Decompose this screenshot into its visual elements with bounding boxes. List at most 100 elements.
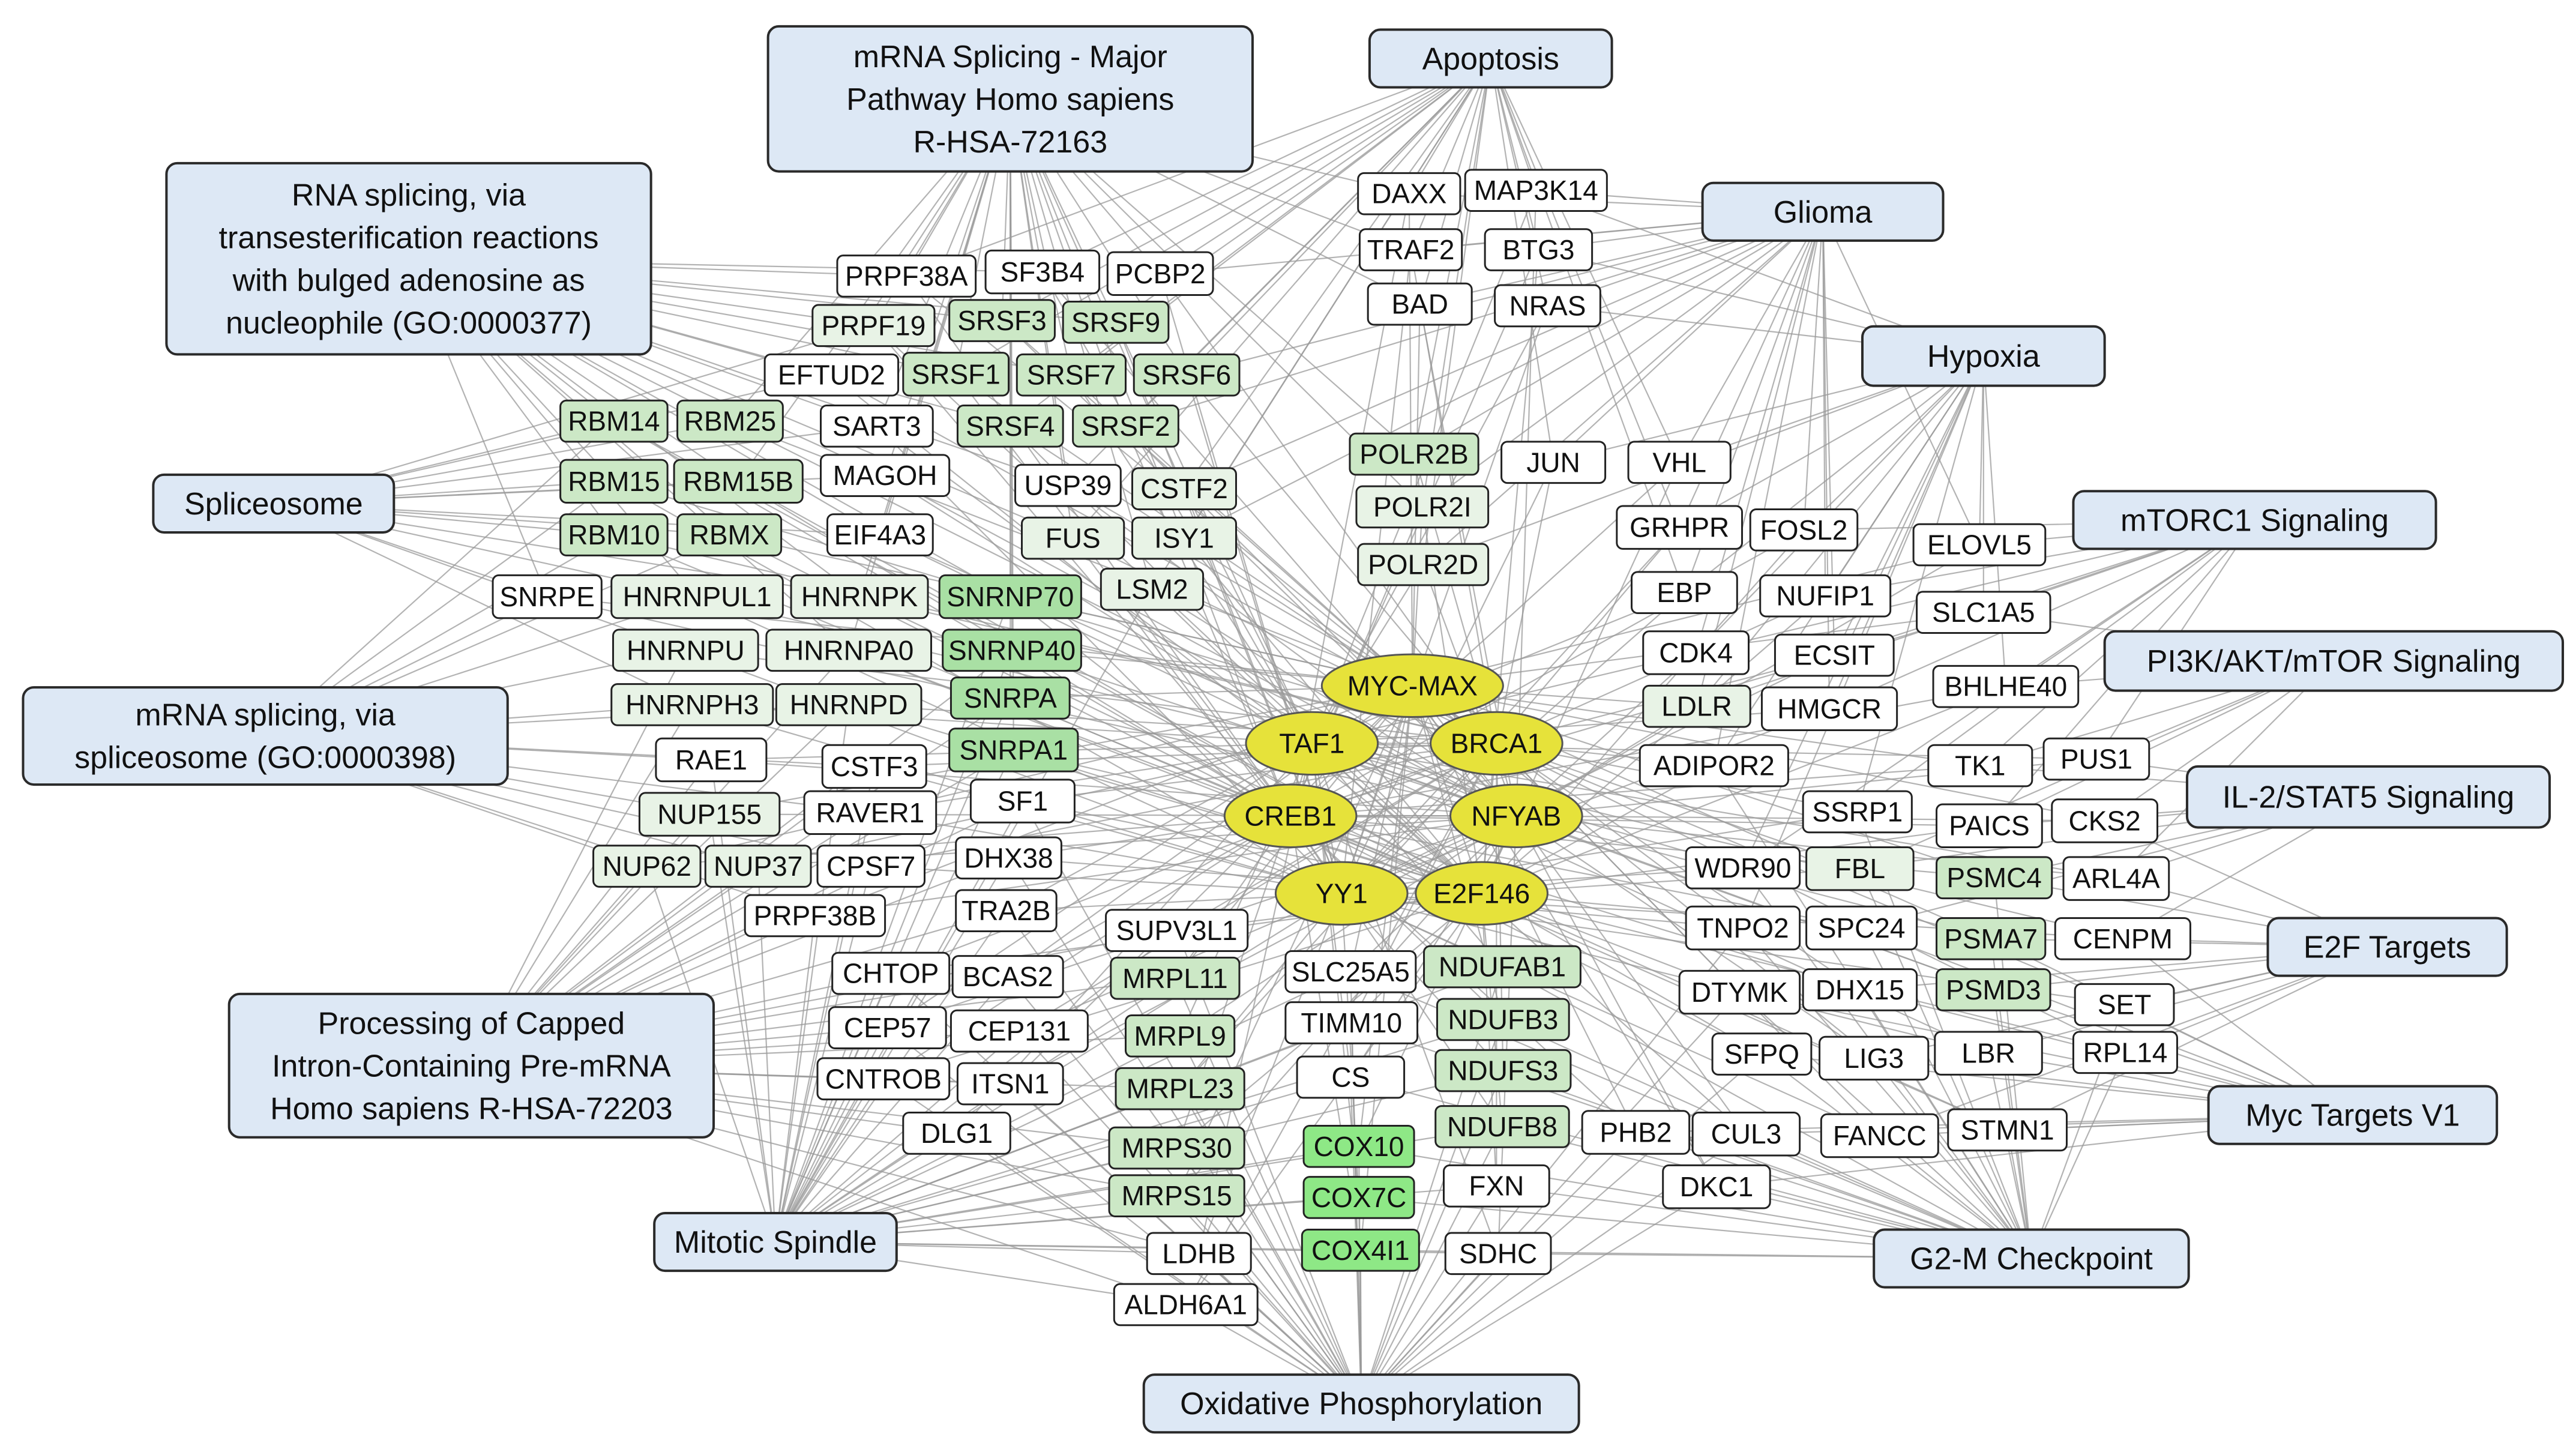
gene-node-aldh6a1[interactable]: ALDH6A1 bbox=[1113, 1283, 1259, 1327]
gene-node-raver1[interactable]: RAVER1 bbox=[803, 790, 937, 835]
gene-node-nup155[interactable]: NUP155 bbox=[638, 792, 781, 837]
gene-node-bad[interactable]: BAD bbox=[1367, 282, 1473, 326]
gene-node-ldlr[interactable]: LDLR bbox=[1642, 684, 1751, 728]
gene-node-rae1[interactable]: RAE1 bbox=[655, 737, 768, 783]
pathway-node-pi3k-akt-mtor[interactable]: PI3K/AKT/mTOR Signaling bbox=[2103, 630, 2565, 692]
gene-node-slc25a5[interactable]: SLC25A5 bbox=[1284, 950, 1417, 993]
gene-node-cep131[interactable]: CEP131 bbox=[949, 1009, 1089, 1053]
gene-node-srsf2[interactable]: SRSF2 bbox=[1072, 405, 1179, 448]
gene-node-daxx[interactable]: DAXX bbox=[1357, 172, 1461, 215]
gene-node-mrpl23[interactable]: MRPL23 bbox=[1115, 1067, 1245, 1110]
gene-node-nup62[interactable]: NUP62 bbox=[592, 845, 702, 888]
gene-node-fus[interactable]: FUS bbox=[1021, 516, 1125, 560]
gene-node-paics[interactable]: PAICS bbox=[1936, 803, 2043, 848]
gene-node-cox7c[interactable]: COX7C bbox=[1302, 1176, 1415, 1219]
gene-node-elovl5[interactable]: ELOVL5 bbox=[1912, 523, 2047, 567]
gene-node-ebp[interactable]: EBP bbox=[1631, 571, 1738, 615]
tf-node-nfyab[interactable]: NFYAB bbox=[1449, 783, 1583, 848]
gene-node-supv3l1[interactable]: SUPV3L1 bbox=[1105, 909, 1249, 952]
gene-node-rbmx[interactable]: RBMX bbox=[676, 513, 783, 556]
gene-node-tk1[interactable]: TK1 bbox=[1927, 744, 2033, 788]
gene-node-map3k14[interactable]: MAP3K14 bbox=[1464, 169, 1608, 212]
pathway-node-oxidative-phosphorylation[interactable]: Oxidative Phosphorylation bbox=[1142, 1373, 1580, 1434]
gene-node-lbr[interactable]: LBR bbox=[1934, 1031, 2043, 1076]
gene-node-srsf6[interactable]: SRSF6 bbox=[1133, 353, 1241, 397]
gene-node-vhl[interactable]: VHL bbox=[1627, 441, 1732, 484]
gene-node-snrnp40[interactable]: SNRNP40 bbox=[942, 628, 1082, 672]
pathway-node-myc-targets-v1[interactable]: Myc Targets V1 bbox=[2207, 1085, 2499, 1145]
gene-node-ssrp1[interactable]: SSRP1 bbox=[1802, 790, 1913, 834]
gene-node-ndufb3[interactable]: NDUFB3 bbox=[1436, 998, 1570, 1041]
gene-node-cep57[interactable]: CEP57 bbox=[828, 1006, 947, 1049]
gene-node-psma7[interactable]: PSMA7 bbox=[1936, 917, 2047, 960]
gene-node-arl4a[interactable]: ARL4A bbox=[2062, 856, 2170, 901]
gene-node-lsm2[interactable]: LSM2 bbox=[1100, 567, 1205, 611]
pathway-node-il2-stat5[interactable]: IL-2/STAT5 Signaling bbox=[2185, 765, 2551, 829]
gene-node-fbl[interactable]: FBL bbox=[1805, 846, 1915, 891]
gene-node-dhx38[interactable]: DHX38 bbox=[955, 836, 1062, 880]
gene-node-cks2[interactable]: CKS2 bbox=[2051, 798, 2159, 843]
gene-node-psmc4[interactable]: PSMC4 bbox=[1936, 856, 2053, 900]
gene-node-traf2[interactable]: TRAF2 bbox=[1358, 228, 1463, 271]
pathway-node-mtorc1[interactable]: mTORC1 Signaling bbox=[2072, 490, 2437, 550]
gene-node-cntrob[interactable]: CNTROB bbox=[816, 1057, 951, 1101]
gene-node-tnpo2[interactable]: TNPO2 bbox=[1685, 905, 1801, 951]
gene-node-snrpa[interactable]: SNRPA bbox=[949, 676, 1071, 720]
tf-node-yy1[interactable]: YY1 bbox=[1274, 861, 1409, 926]
gene-node-pus1[interactable]: PUS1 bbox=[2042, 737, 2150, 781]
gene-node-cstf3[interactable]: CSTF3 bbox=[821, 744, 927, 789]
gene-node-cul3[interactable]: CUL3 bbox=[1691, 1112, 1801, 1157]
pathway-node-hypoxia[interactable]: Hypoxia bbox=[1861, 325, 2106, 387]
gene-node-stmn1[interactable]: STMN1 bbox=[1947, 1108, 2068, 1152]
gene-node-itsn1[interactable]: ITSN1 bbox=[956, 1062, 1064, 1106]
gene-node-mrpl9[interactable]: MRPL9 bbox=[1125, 1014, 1236, 1058]
pathway-node-g2m-checkpoint[interactable]: G2-M Checkpoint bbox=[1873, 1228, 2190, 1289]
gene-node-hnrnpul1[interactable]: HNRNPUL1 bbox=[610, 574, 784, 619]
gene-node-slc1a5[interactable]: SLC1A5 bbox=[1916, 591, 2051, 634]
gene-node-set[interactable]: SET bbox=[2074, 983, 2175, 1026]
gene-node-chtop[interactable]: CHTOP bbox=[831, 951, 951, 995]
gene-node-mrps15[interactable]: MRPS15 bbox=[1108, 1174, 1245, 1218]
pathway-node-apoptosis[interactable]: Apoptosis bbox=[1368, 28, 1613, 89]
gene-node-cs[interactable]: CS bbox=[1296, 1055, 1406, 1099]
gene-node-hnrnpd[interactable]: HNRNPD bbox=[775, 683, 922, 726]
gene-node-wdr90[interactable]: WDR90 bbox=[1685, 846, 1801, 890]
gene-node-sf3b4[interactable]: SF3B4 bbox=[984, 249, 1101, 295]
gene-node-nufip1[interactable]: NUFIP1 bbox=[1759, 574, 1892, 618]
gene-node-fosl2[interactable]: FOSL2 bbox=[1749, 508, 1859, 552]
gene-node-phb2[interactable]: PHB2 bbox=[1581, 1110, 1691, 1155]
gene-node-jun[interactable]: JUN bbox=[1500, 441, 1607, 484]
gene-node-cdk4[interactable]: CDK4 bbox=[1642, 630, 1750, 675]
gene-node-ndufab1[interactable]: NDUFAB1 bbox=[1423, 945, 1581, 989]
gene-node-snrpe[interactable]: SNRPE bbox=[492, 574, 603, 619]
gene-node-rbm10[interactable]: RBM10 bbox=[559, 513, 669, 556]
gene-node-cstf2[interactable]: CSTF2 bbox=[1131, 467, 1238, 511]
gene-node-dkc1[interactable]: DKC1 bbox=[1662, 1164, 1771, 1209]
gene-node-bhlhe40[interactable]: BHLHE40 bbox=[1932, 664, 2080, 708]
gene-node-hmgcr[interactable]: HMGCR bbox=[1760, 686, 1898, 731]
gene-node-rpl14[interactable]: RPL14 bbox=[2072, 1031, 2178, 1074]
gene-node-rbm14[interactable]: RBM14 bbox=[559, 399, 669, 443]
gene-node-rbm25[interactable]: RBM25 bbox=[676, 399, 784, 443]
gene-node-sart3[interactable]: SART3 bbox=[820, 405, 934, 448]
gene-node-eftud2[interactable]: EFTUD2 bbox=[763, 353, 900, 397]
gene-node-hnrnpk[interactable]: HNRNPK bbox=[790, 574, 929, 619]
gene-node-lig3[interactable]: LIG3 bbox=[1819, 1035, 1930, 1081]
gene-node-srsf3[interactable]: SRSF3 bbox=[948, 299, 1056, 342]
gene-node-isy1[interactable]: ISY1 bbox=[1131, 516, 1238, 560]
gene-node-rbm15b[interactable]: RBM15B bbox=[673, 459, 804, 504]
gene-node-bcas2[interactable]: BCAS2 bbox=[951, 955, 1064, 998]
gene-node-timm10[interactable]: TIMM10 bbox=[1284, 1001, 1419, 1044]
gene-node-spc24[interactable]: SPC24 bbox=[1805, 905, 1918, 951]
gene-node-srsf4[interactable]: SRSF4 bbox=[956, 405, 1064, 448]
gene-node-cpsf7[interactable]: CPSF7 bbox=[816, 845, 926, 888]
gene-node-prpf38a[interactable]: PRPF38A bbox=[836, 255, 977, 298]
gene-node-srsf7[interactable]: SRSF7 bbox=[1016, 353, 1127, 397]
gene-node-dtymk[interactable]: DTYMK bbox=[1678, 969, 1801, 1015]
pathway-node-spliceosome[interactable]: Spliceosome bbox=[152, 473, 396, 534]
gene-node-rbm15[interactable]: RBM15 bbox=[559, 459, 669, 504]
gene-node-polr2d[interactable]: POLR2D bbox=[1357, 543, 1490, 586]
gene-node-tra2b[interactable]: TRA2B bbox=[955, 889, 1058, 932]
